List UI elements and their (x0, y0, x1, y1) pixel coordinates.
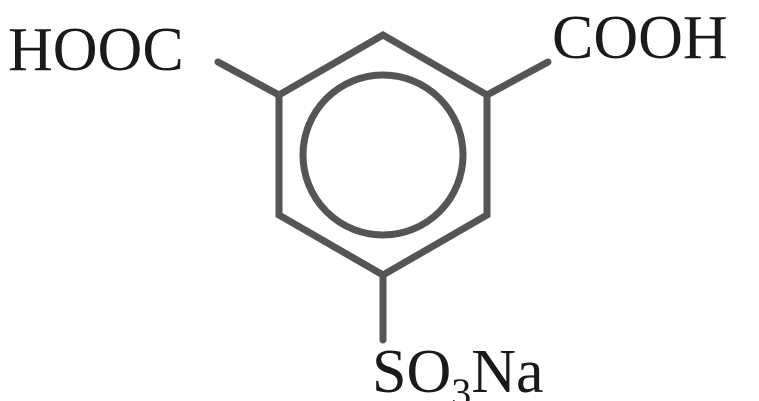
benzene-ring (275, 30, 491, 280)
label-so3na-subscript: 3 (451, 370, 471, 401)
aromatic-circle (299, 71, 467, 239)
bond-top-right (483, 58, 552, 99)
ring-hexagon (275, 30, 491, 280)
label-so3na-part1: SO (372, 338, 451, 401)
bond-top-left (214, 58, 283, 99)
label-so3na: SO3Na (372, 338, 544, 401)
label-hooc: HOOC (8, 16, 184, 84)
label-cooh: COOH (552, 4, 728, 72)
label-so3na-part2: Na (471, 338, 543, 401)
